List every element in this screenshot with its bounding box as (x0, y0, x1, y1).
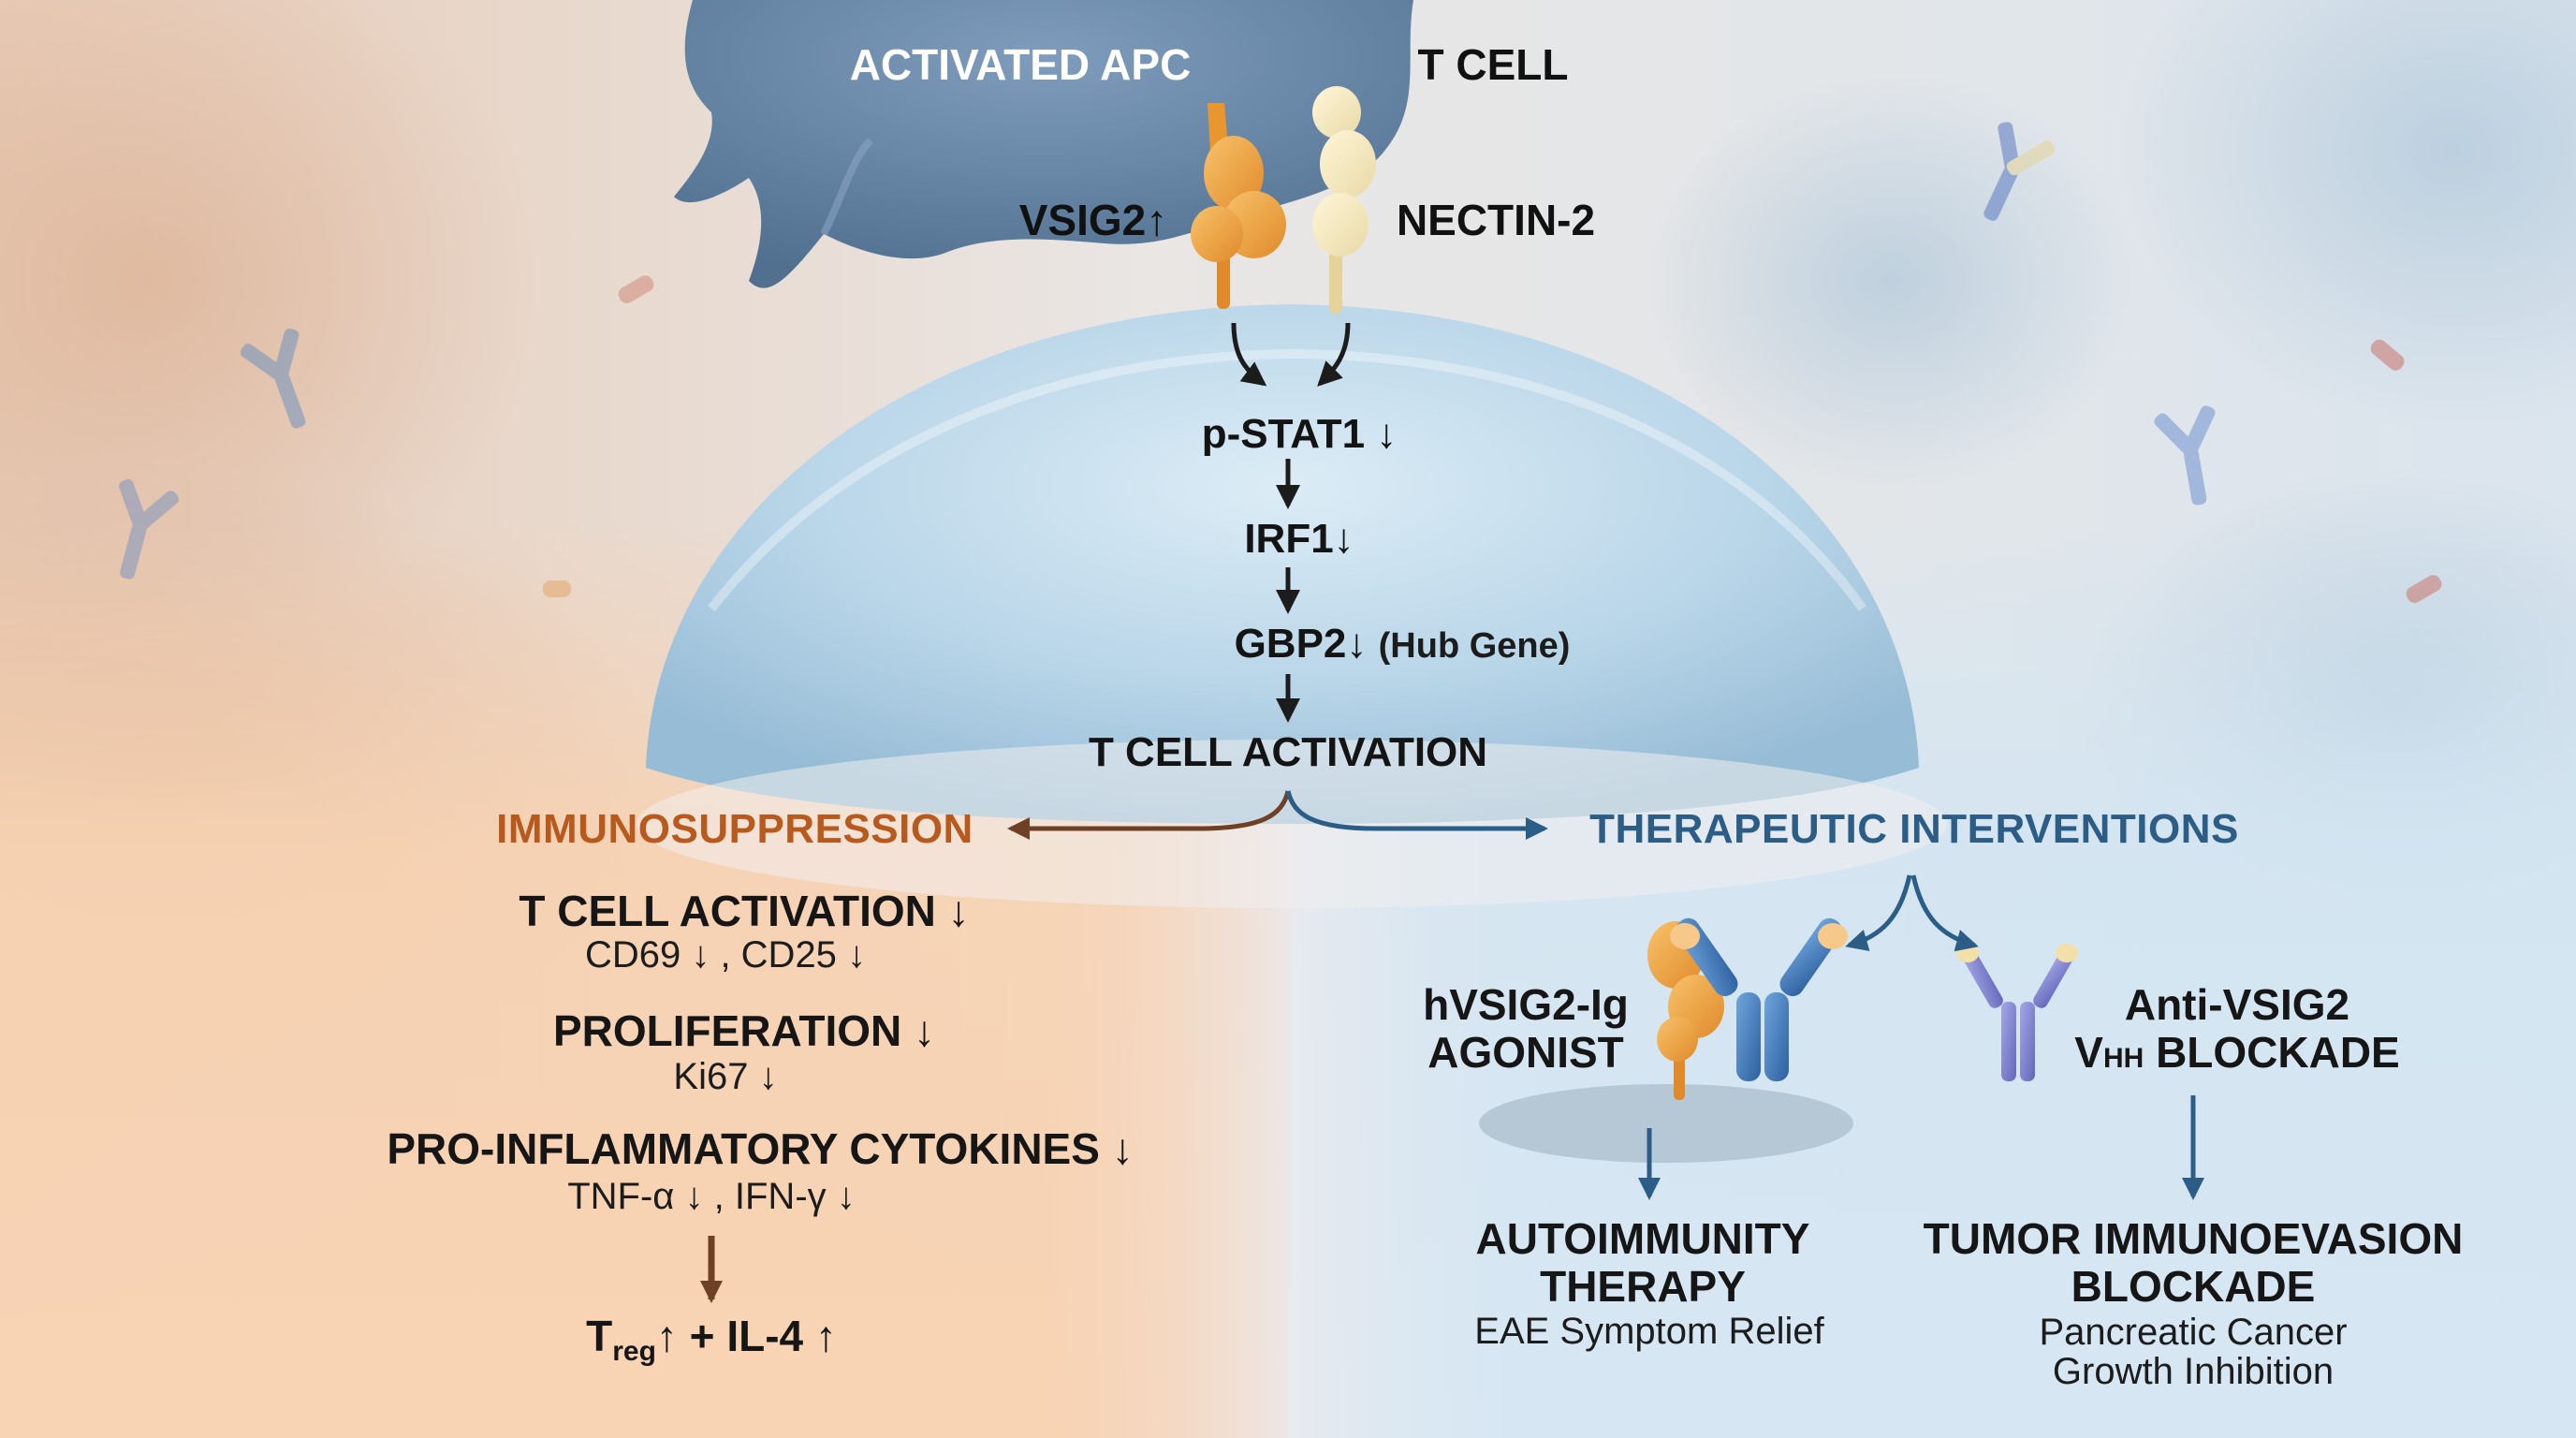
ki67-value: Ki67 ↓ (673, 1056, 778, 1097)
tumor-immunoevasion-label: TUMOR IMMUNOEVASION BLOCKADE (1923, 1214, 2464, 1311)
vhh-illustration (1956, 944, 2078, 1081)
treg-il4-result: Treg↑ + IL-4 ↑ (586, 1312, 837, 1368)
pancreatic-cancer-note: Pancreatic Cancer Growth Inhibition (2039, 1312, 2348, 1392)
cd69-cd25-values: CD69 ↓ , CD25 ↓ (584, 934, 867, 976)
tcell-activation-down: T CELL ACTIVATION ↓ (519, 887, 970, 935)
down-arrow-icon: ↓ (1111, 1124, 1134, 1173)
pathway-step-irf1: IRF1↓ (1244, 516, 1354, 562)
autoimmunity-therapy-label: AUTOIMMUNITY THERAPY (1475, 1214, 1810, 1311)
agonist-illustration (1479, 917, 1853, 1163)
vsig2-label: VSIG2↑ (1018, 196, 1168, 244)
proliferation-down: PROLIFERATION ↓ (552, 1006, 936, 1055)
down-arrow-icon: ↓ (914, 1006, 936, 1055)
pathway-step-tcell-activation: T CELL ACTIVATION (1088, 729, 1488, 775)
down-arrow-icon: ↓ (1346, 621, 1368, 667)
apc-label: ACTIVATED APC (849, 40, 1192, 89)
down-arrow-icon: ↓ (947, 887, 970, 935)
pathway-step-pstat1: p-STAT1 ↓ (1201, 411, 1398, 457)
therapeutic-interventions-title: THERAPEUTIC INTERVENTIONS (1589, 806, 2239, 852)
down-arrow-icon: ↓ (1333, 516, 1354, 562)
tcell-label: T CELL (1417, 40, 1569, 89)
nectin2-label: NECTIN-2 (1396, 196, 1596, 244)
hub-gene-note: (Hub Gene) (1378, 626, 1571, 666)
vsig2-receptor (1191, 103, 1286, 309)
eae-relief-note: EAE Symptom Relief (1474, 1311, 1824, 1352)
up-arrow-icon: ↑ (1146, 196, 1168, 244)
pathway-step-gbp2: GBP2↓ (Hub Gene) (1234, 621, 1571, 667)
cytokines-down: PRO-INFLAMMATORY CYTOKINES ↓ (387, 1124, 1134, 1173)
agonist-label: hVSIG2-Ig AGONIST (1423, 980, 1629, 1077)
down-arrow-icon: ↓ (1376, 411, 1398, 457)
blockade-label: Anti-VSIG2 VHH BLOCKADE (2074, 980, 2400, 1077)
tnf-ifn-values: TNF-α ↓ , IFN-γ ↓ (567, 1176, 856, 1217)
immunosuppression-title: IMMUNOSUPPRESSION (496, 806, 973, 852)
nectin2-receptor (1312, 86, 1376, 314)
